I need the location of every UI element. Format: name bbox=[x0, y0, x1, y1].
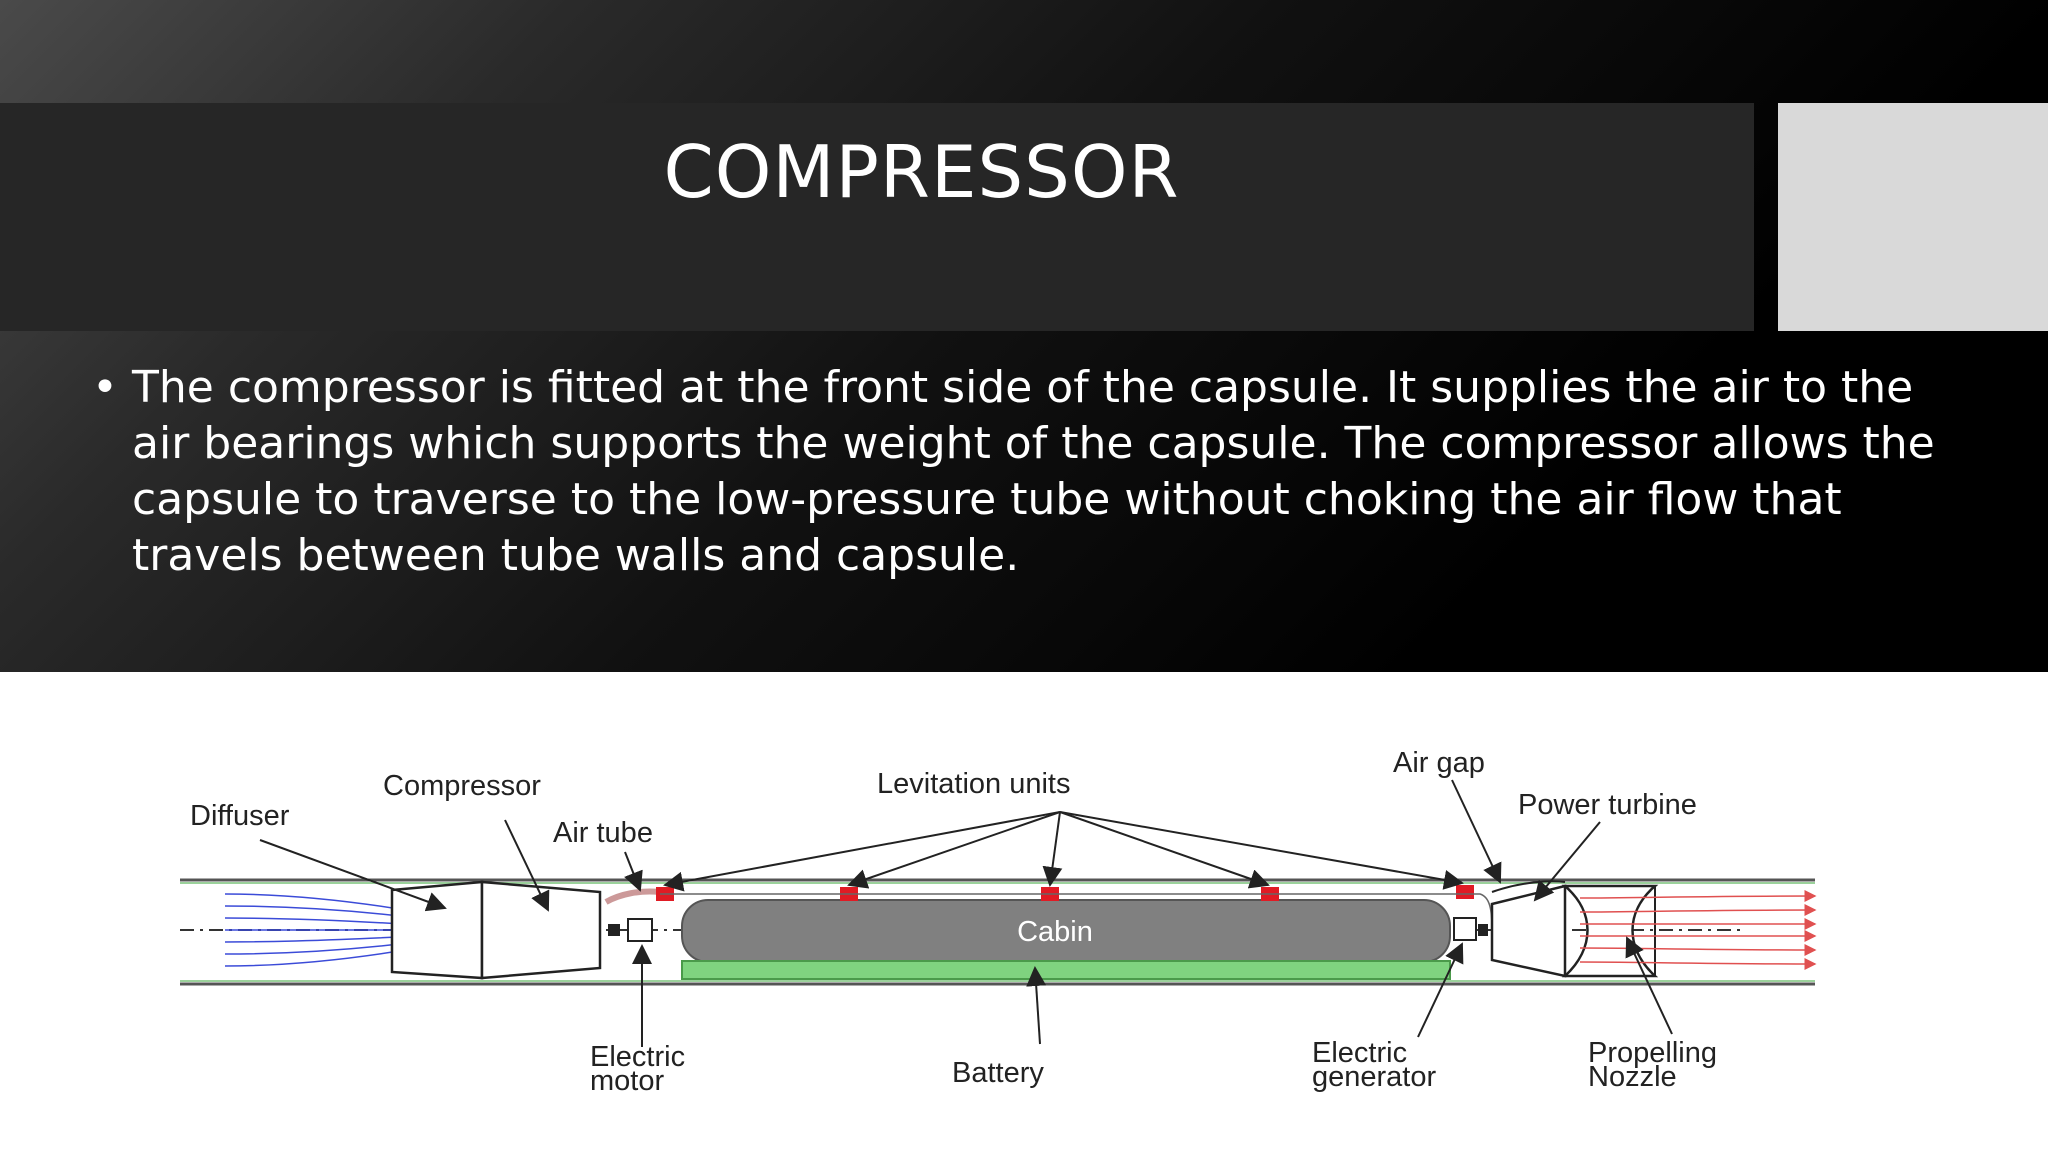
label-power-turbine: Power turbine bbox=[1518, 789, 1697, 821]
battery bbox=[681, 960, 1451, 980]
label-compressor: Compressor bbox=[383, 770, 541, 802]
label-electric-generator-2: generator bbox=[1312, 1061, 1436, 1093]
electric-motor-box bbox=[627, 918, 653, 942]
cabin-label: Cabin bbox=[1017, 916, 1093, 948]
label-air-gap: Air gap bbox=[1393, 747, 1485, 779]
turbine-duct bbox=[1491, 880, 1566, 893]
title-band bbox=[0, 103, 1754, 331]
label-levitation-units: Levitation units bbox=[877, 768, 1070, 800]
outflow-streamlines bbox=[1579, 890, 1817, 970]
levitation-unit bbox=[1456, 885, 1474, 899]
label-propelling-nozzle-2: Nozzle bbox=[1588, 1061, 1677, 1093]
levitation-units bbox=[656, 885, 1474, 901]
generator-coupling bbox=[1478, 924, 1488, 936]
label-diffuser: Diffuser bbox=[190, 800, 290, 832]
bullet-text: The compressor is fitted at the front si… bbox=[132, 362, 1935, 581]
leader-lines bbox=[259, 779, 1673, 1047]
power-turbine-shape bbox=[1490, 884, 1567, 978]
label-air-tube: Air tube bbox=[553, 817, 653, 849]
label-electric-motor-1: Electric bbox=[590, 1041, 685, 1073]
diagram-svg: Cabin bbox=[180, 747, 1817, 1097]
diffuser-shape bbox=[390, 880, 484, 980]
hyperloop-diagram: Cabin bbox=[0, 672, 2048, 1152]
label-propelling-nozzle-1: Propelling bbox=[1588, 1037, 1717, 1069]
label-battery: Battery bbox=[952, 1057, 1044, 1089]
label-electric-generator-1: Electric bbox=[1312, 1037, 1407, 1069]
bullet-marker: • bbox=[92, 362, 118, 413]
slide-title: COMPRESSOR bbox=[663, 130, 1180, 214]
bullet-list: • The compressor is fitted at the front … bbox=[92, 360, 1972, 584]
compressor-shape bbox=[480, 880, 602, 980]
label-electric-motor-2: motor bbox=[590, 1065, 664, 1097]
generator-box bbox=[1453, 917, 1477, 941]
air-tube bbox=[604, 888, 661, 905]
accent-block bbox=[1778, 103, 2048, 331]
motor-coupling bbox=[608, 924, 620, 936]
